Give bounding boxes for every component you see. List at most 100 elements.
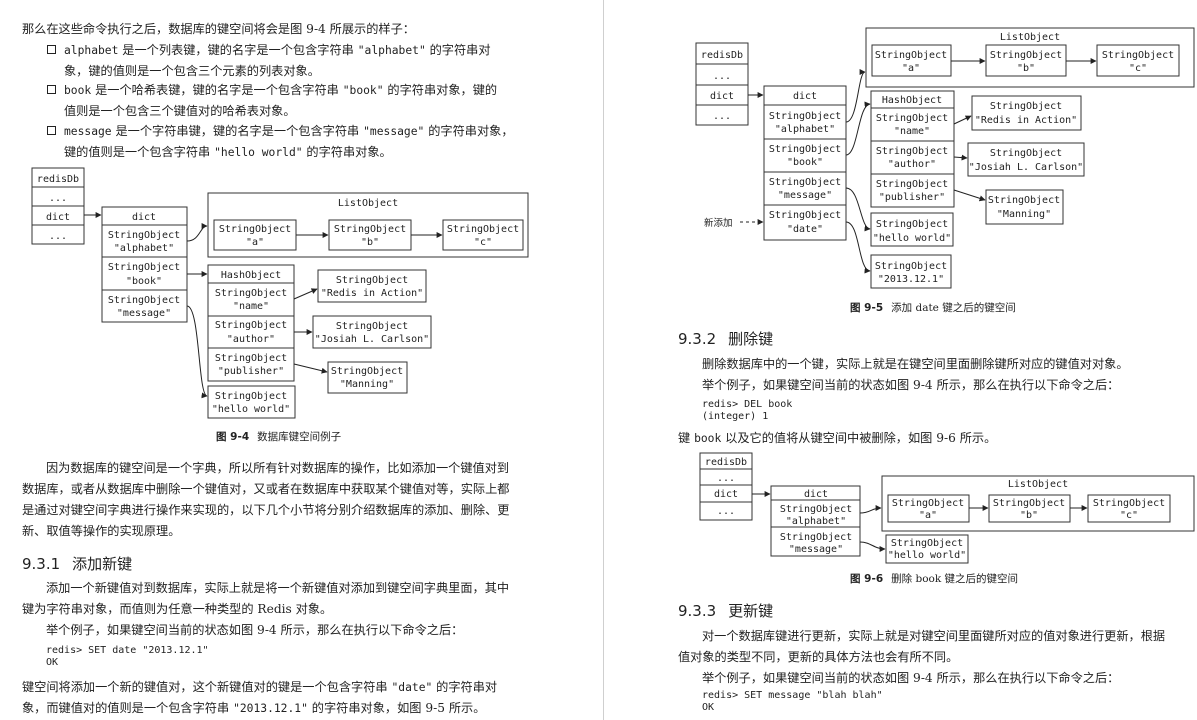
dict-key-name: "message" bbox=[778, 190, 832, 201]
list-item-type: StringObject bbox=[219, 224, 291, 235]
list-item-type: StringObject bbox=[993, 498, 1065, 509]
hash-title: HashObject bbox=[221, 270, 281, 281]
intro-text: 那么在这些命令执行之后，数据库的键空间将会是图 9-4 所展示的样子： bbox=[22, 22, 415, 36]
hash-field-type: StringObject bbox=[876, 179, 948, 190]
list-item-type: StringObject bbox=[1093, 498, 1165, 509]
list-item-value: "a" bbox=[902, 63, 920, 74]
bullet-square-icon bbox=[47, 45, 56, 54]
message-value-type: StringObject bbox=[215, 391, 287, 402]
hash-field-name: "publisher" bbox=[218, 366, 284, 377]
figure-9-5-diagram: 新添加 redisDb ... dict ... dict StringObje… bbox=[695, 27, 1195, 289]
paragraph-delete-key: 删除数据库中的一个键，实际上就是在键空间里面删除键所对应的键值对对象。 举个例子… bbox=[702, 357, 1129, 392]
dict-title: dict bbox=[793, 91, 817, 102]
bullet-square-icon bbox=[47, 126, 56, 135]
paragraph-book-removed: 键 book 以及它的值将从键空间中被删除，如图 9-6 所示。 bbox=[678, 431, 997, 445]
hash-field-type: StringObject bbox=[215, 353, 287, 364]
dict-key-type: StringObject bbox=[769, 111, 841, 122]
hash-value-type: StringObject bbox=[331, 366, 403, 377]
redisdb-slot: ... bbox=[713, 71, 731, 82]
hash-value: "Josiah L. Carlson" bbox=[969, 162, 1083, 173]
dict-key-type: StringObject bbox=[769, 177, 841, 188]
hash-field-type: StringObject bbox=[215, 320, 287, 331]
dict-key-name: "alphabet" bbox=[775, 124, 835, 135]
message-value-type: StringObject bbox=[876, 219, 948, 230]
message-value: "hello world" bbox=[212, 404, 290, 415]
dict-key-name: "alphabet" bbox=[786, 516, 846, 527]
redisdb-title: redisDb bbox=[701, 50, 743, 61]
hash-field-name: "publisher" bbox=[879, 192, 945, 203]
list-title: ListObject bbox=[338, 198, 398, 209]
hash-value: "Redis in Action" bbox=[975, 115, 1077, 126]
redisdb-title: redisDb bbox=[37, 174, 79, 185]
bullet-alphabet: alphabet 是一个列表键，键的名字是一个包含字符串 "alphabet" … bbox=[47, 40, 584, 82]
figure-9-6-diagram: redisDb ... dict ... dict StringObject "… bbox=[699, 452, 1195, 564]
hash-value: "Josiah L. Carlson" bbox=[315, 334, 429, 345]
code-set-message: redis> SET message "blah blah"OK bbox=[702, 690, 883, 713]
dict-key-name: "alphabet" bbox=[114, 243, 174, 254]
paragraph-keyspace: 因为数据库的键空间是一个字典，所以所有针对数据库的操作，比如添加一个键值对到 数… bbox=[22, 461, 510, 538]
right-page: 新添加 redisDb ... dict ... dict StringObje… bbox=[606, 0, 1197, 720]
list-item-value: "b" bbox=[1020, 510, 1038, 521]
dict-title: dict bbox=[132, 212, 156, 223]
left-page: 那么在这些命令执行之后，数据库的键空间将会是图 9-4 所展示的样子： alph… bbox=[22, 22, 584, 715]
message-value: "hello world" bbox=[888, 550, 966, 561]
hash-field-type: StringObject bbox=[876, 146, 948, 157]
page-gutter bbox=[603, 0, 604, 720]
list-item-value: "c" bbox=[474, 237, 492, 248]
list-item-type: StringObject bbox=[892, 498, 964, 509]
list-item-type: StringObject bbox=[1102, 50, 1174, 61]
code-del-book: redis> DEL book(integer) 1 bbox=[702, 399, 793, 422]
hash-value-type: StringObject bbox=[990, 101, 1062, 112]
bullet-book: book 是一个哈希表键，键的名字是一个包含字符串 "book" 的字符串对象，… bbox=[47, 80, 584, 122]
list-item-value: "b" bbox=[1017, 63, 1035, 74]
list-item-value: "a" bbox=[919, 510, 937, 521]
hash-value: "Redis in Action" bbox=[321, 288, 423, 299]
list-item-type: StringObject bbox=[447, 224, 519, 235]
list-title: ListObject bbox=[1000, 32, 1060, 43]
hash-value-type: StringObject bbox=[336, 275, 408, 286]
redisdb-dict: dict bbox=[714, 489, 738, 500]
date-value-type: StringObject bbox=[875, 261, 947, 272]
list-title: ListObject bbox=[1008, 479, 1068, 490]
list-item-type: StringObject bbox=[334, 224, 406, 235]
redisdb-dict: dict bbox=[710, 91, 734, 102]
paragraph-add-key: 添加一个新键值对到数据库，实际上就是将一个新键值对添加到键空间字典里面，其中 键… bbox=[22, 581, 510, 637]
hash-value-type: StringObject bbox=[336, 321, 408, 332]
redisdb-dict: dict bbox=[46, 212, 70, 223]
dict-key-type: StringObject bbox=[108, 230, 180, 241]
bullet-square-icon bbox=[47, 85, 56, 94]
redisdb-slot: ... bbox=[713, 111, 731, 122]
dict-key-type: StringObject bbox=[108, 295, 180, 306]
hash-field-name: "author" bbox=[227, 334, 275, 345]
redisdb-slot: ... bbox=[49, 193, 67, 204]
dict-key-name: "message" bbox=[117, 308, 171, 319]
hash-value: "Manning" bbox=[997, 209, 1051, 220]
dict-key-type: StringObject bbox=[780, 532, 852, 543]
code-set-date: redis> SET date "2013.12.1"OK bbox=[46, 645, 209, 668]
figure-9-4-diagram: redisDb ... dict ... dict StringObject "… bbox=[31, 167, 529, 419]
message-value: "hello world" bbox=[873, 233, 951, 244]
redisdb-slot: ... bbox=[717, 473, 735, 484]
hash-value-type: StringObject bbox=[988, 195, 1060, 206]
date-value: "2013.12.1" bbox=[878, 274, 944, 285]
hash-field-name: "name" bbox=[894, 126, 930, 137]
redisdb-title: redisDb bbox=[705, 457, 747, 468]
hash-field-type: StringObject bbox=[215, 288, 287, 299]
paragraph-new-pair: 键空间将添加一个新的键值对，这个新键值对的键是一个包含字符串 "date" 的字… bbox=[22, 680, 498, 715]
dict-key-name: "book" bbox=[787, 157, 823, 168]
new-added-label: 新添加 bbox=[704, 217, 733, 229]
hash-field-name: "name" bbox=[233, 301, 269, 312]
dict-key-name: "book" bbox=[126, 276, 162, 287]
message-value-type: StringObject bbox=[891, 538, 963, 549]
bullet-message: message 是一个字符串键，键的名字是一个包含字符串 "message" 的… bbox=[47, 121, 584, 163]
list-item-type: StringObject bbox=[875, 50, 947, 61]
hash-field-name: "author" bbox=[888, 159, 936, 170]
paragraph-update-key: 对一个数据库键进行更新，实际上就是对键空间里面键所对应的值对象进行更新，根据 值… bbox=[678, 629, 1166, 685]
hash-value-type: StringObject bbox=[990, 148, 1062, 159]
